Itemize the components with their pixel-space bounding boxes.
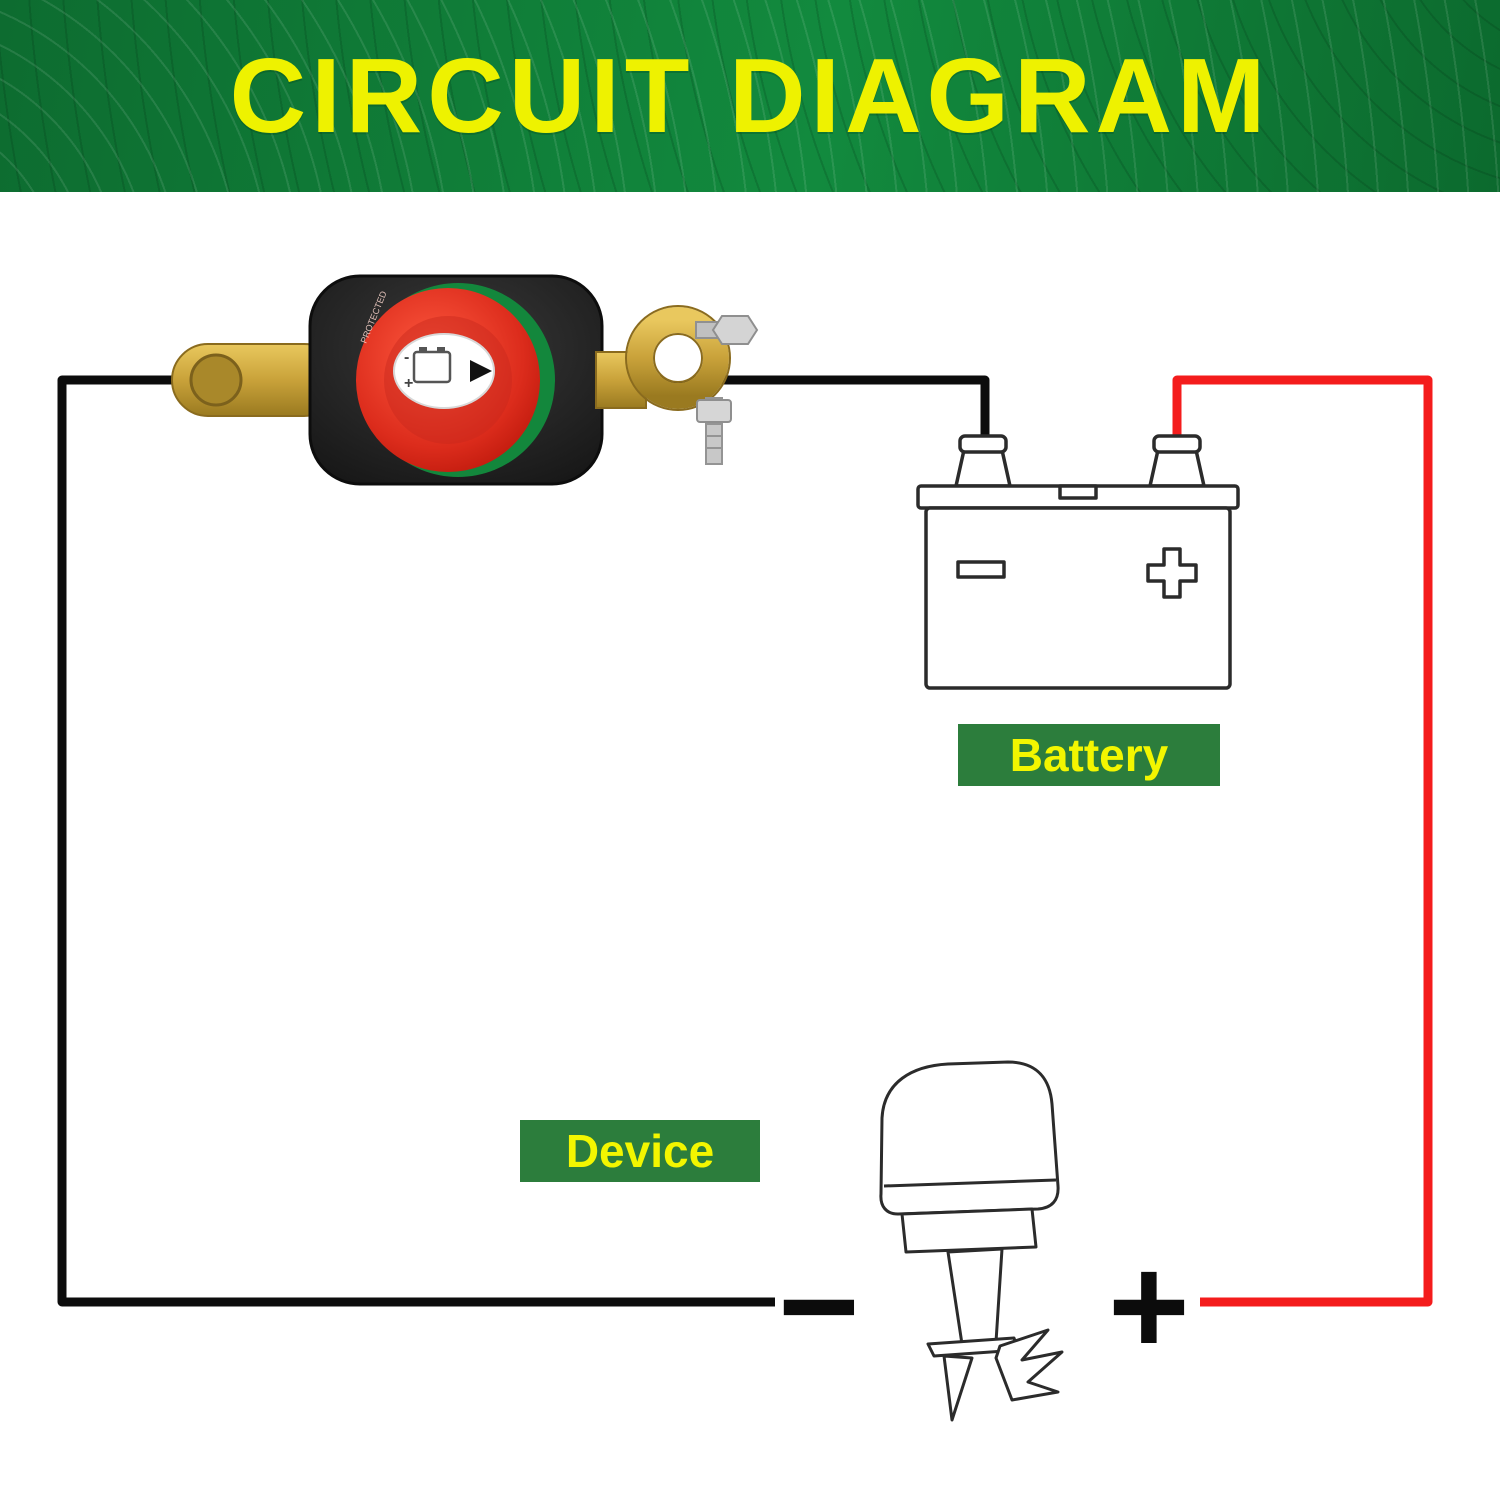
motor-skeg xyxy=(942,1354,974,1422)
battery-drawing xyxy=(916,434,1240,690)
page-title: CIRCUIT DIAGRAM xyxy=(229,36,1271,155)
battery-label-text: Battery xyxy=(1009,729,1169,781)
switch-battery-icon-tab-right xyxy=(437,347,445,352)
battery-plus-marking xyxy=(1146,547,1198,599)
motor-propeller xyxy=(994,1328,1064,1402)
disconnect-switch: - + PROTECTED xyxy=(171,274,759,486)
device-label-text: Device xyxy=(565,1125,715,1177)
banner: CIRCUIT DIAGRAM xyxy=(0,0,1500,192)
switch-clamp-ring-edge xyxy=(625,305,731,411)
switch-battery-icon-tab-left xyxy=(419,347,427,352)
wire-negative-loop xyxy=(57,375,775,1307)
device-plus-symbol: + xyxy=(1108,1227,1190,1384)
switch-clamp-ring xyxy=(627,307,729,409)
battery-terminal-negative-cap xyxy=(958,434,1008,454)
switch-bolt-head xyxy=(711,315,759,345)
battery-lid-notch xyxy=(1058,484,1098,500)
battery-terminal-negative xyxy=(954,448,1012,488)
switch-left-terminal-hole xyxy=(189,353,243,407)
battery-label: Battery xyxy=(958,724,1220,786)
battery-terminal-positive xyxy=(1148,448,1206,488)
motor-leg xyxy=(946,1247,1004,1346)
outboard-motor-drawing xyxy=(879,1060,1064,1422)
motor-bracket xyxy=(900,1207,1038,1254)
switch-battery-icon xyxy=(412,350,452,384)
switch-battery-minus-text: - xyxy=(404,349,409,366)
battery-terminal-positive-cap xyxy=(1152,434,1202,454)
device-minus-symbol: − xyxy=(778,1227,860,1384)
wire-negative-switch-to-battery xyxy=(620,375,990,452)
device-label: Device xyxy=(520,1120,760,1182)
battery-minus-marking xyxy=(956,560,1006,579)
motor-cowl xyxy=(879,1060,1060,1216)
wire-positive xyxy=(1172,375,1433,1307)
switch-arrow-icon xyxy=(470,360,492,382)
switch-clamp-ring-hole xyxy=(653,333,703,383)
battery-body xyxy=(924,506,1232,690)
motor-cowl-seam xyxy=(883,1178,1057,1188)
switch-battery-plus-text: + xyxy=(404,375,413,392)
switch-nut xyxy=(696,399,732,423)
